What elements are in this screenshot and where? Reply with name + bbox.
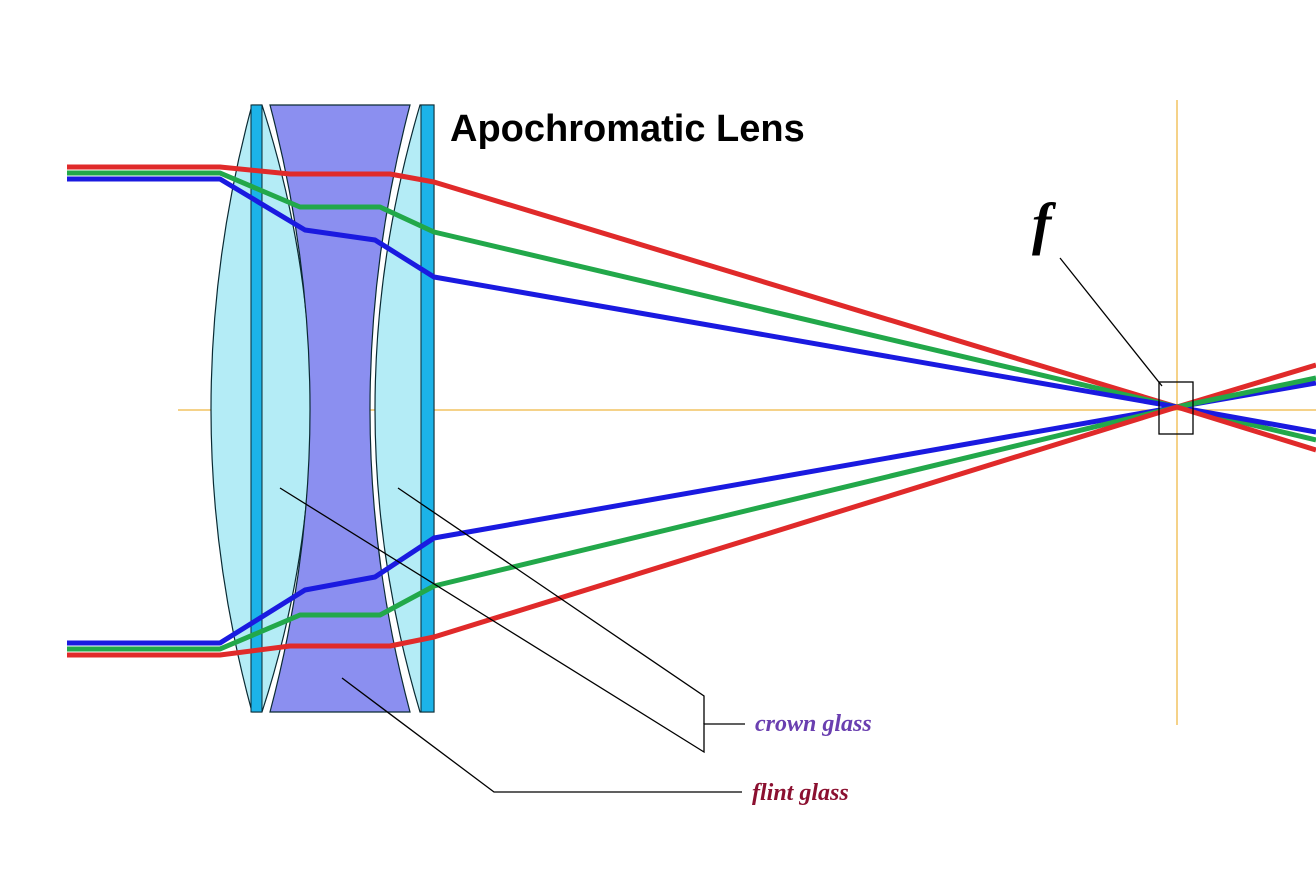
focal-leader-line (1059, 257, 1163, 387)
diagram-title: Apochromatic Lens (450, 108, 805, 150)
focal-point-label: f (1032, 191, 1057, 256)
ray-red-lower (67, 404, 1316, 658)
crown-leader-line-1 (279, 487, 745, 754)
flint-glass-label: flint glass (752, 780, 849, 806)
crown-leader-line-2 (397, 487, 705, 724)
light-rays (67, 164, 1316, 658)
flint-leader-line (341, 677, 742, 793)
crown-glass-element-rear (374, 104, 435, 713)
crown-glass-front-flat-face (250, 104, 263, 713)
lens-group (210, 104, 435, 713)
focal-point-marker (1158, 381, 1194, 435)
flint-glass-element (269, 104, 411, 713)
crown-glass-rear-flat-face (420, 104, 435, 713)
crown-glass-label: crown glass (755, 711, 872, 737)
